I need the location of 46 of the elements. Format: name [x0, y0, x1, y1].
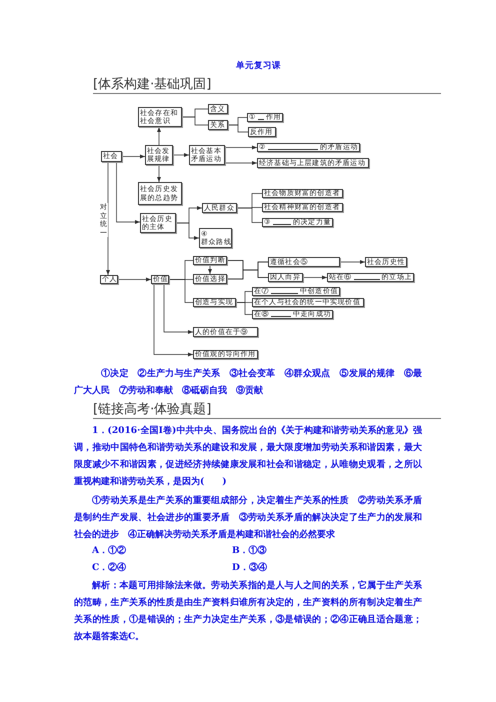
statement-text: ①劳动关系是生产关系的重要组成部分，决定着生产关系的性质 ②劳动关系矛盾是制约生产发展、社会进步的重要矛盾 ③劳动关系矛盾的解决决定了生产力的发展和社会的进步 ④正确解决劳动关系矛盾是构建和谐社会的必然要求 — [74, 494, 422, 542]
section-heading: [体系构建·基础巩固] — [93, 78, 212, 92]
analysis-text: 解析：本题可用排除法来做。劳动关系指的是人与人之间的关系，它属于生产关系的范畴，生产关系的性质是由生产资料归谁所有决定的，生产资料的所有制决定着生产关系的性质，①是错误的；生产力决定生产关系，③是错误的；②④正确且适合题意；故本题答案选C。 — [74, 578, 422, 644]
connector-arrow — [157, 126, 161, 146]
connector-line — [236, 302, 252, 315]
connector-line — [182, 116, 208, 126]
concept-box — [262, 218, 333, 227]
connector-arrow — [118, 278, 152, 282]
connector-arrow — [176, 222, 200, 240]
concept-box — [252, 287, 340, 296]
concept-box — [247, 113, 283, 122]
concept-box — [199, 228, 232, 248]
connector-arrow — [302, 276, 328, 280]
connector-arrow — [340, 260, 366, 264]
concept-box — [202, 203, 237, 213]
concept-box — [327, 273, 414, 282]
connector-arrow — [122, 154, 146, 158]
connector-arrow — [208, 264, 212, 274]
connector-arrow — [106, 162, 110, 276]
connector-line — [168, 279, 194, 303]
concept-box — [101, 151, 122, 162]
option-text: D．③④ — [232, 560, 267, 574]
concept-box — [193, 327, 258, 337]
connector-line — [228, 124, 248, 132]
connector-arrow — [154, 284, 194, 356]
connector-line — [236, 208, 262, 223]
question-text: 1．(2016·全国Ⅰ卷)中共中央、国务院出台的《关于构建和谐劳动关系的意见》强调，推动中国特色和谐劳动关系的建设和发展，最大限度增加劳动关系和谐因素，最大限度减少不和谐因素，促进经济持续健康发展和社会和谐稳定，从唯物史观看，之所以重视构建和谐劳动关系，是因为( ) — [74, 424, 422, 490]
concept-box — [268, 257, 340, 267]
connector-arrow — [172, 153, 190, 157]
page-title: 单元复习课 — [236, 61, 281, 71]
connector-arrow — [116, 162, 140, 224]
concept-box — [208, 104, 228, 114]
concept-box — [208, 120, 228, 130]
option-text: B．①③ — [232, 544, 267, 558]
connector-arrow — [164, 284, 194, 334]
section-heading: [链接高考·体验真题] — [93, 403, 212, 417]
connector-arrow — [157, 164, 161, 182]
concept-box — [252, 310, 333, 319]
connector-arrow — [224, 161, 258, 165]
connector-arrow — [224, 146, 258, 150]
connector-line — [226, 270, 268, 280]
concept-box — [257, 143, 360, 152]
concept-box — [248, 127, 276, 137]
option-text: C．②④ — [92, 560, 126, 574]
option-text: A．①② — [92, 544, 126, 558]
answer-key-text: ①决定 ②生产力与生产关系 ③社会变革 ④群众观点 ⑤发展的规律 ⑥最广大人民 ⑦劳动和奉献 ⑧砥砺自我 ⑨贡献 — [74, 366, 422, 398]
